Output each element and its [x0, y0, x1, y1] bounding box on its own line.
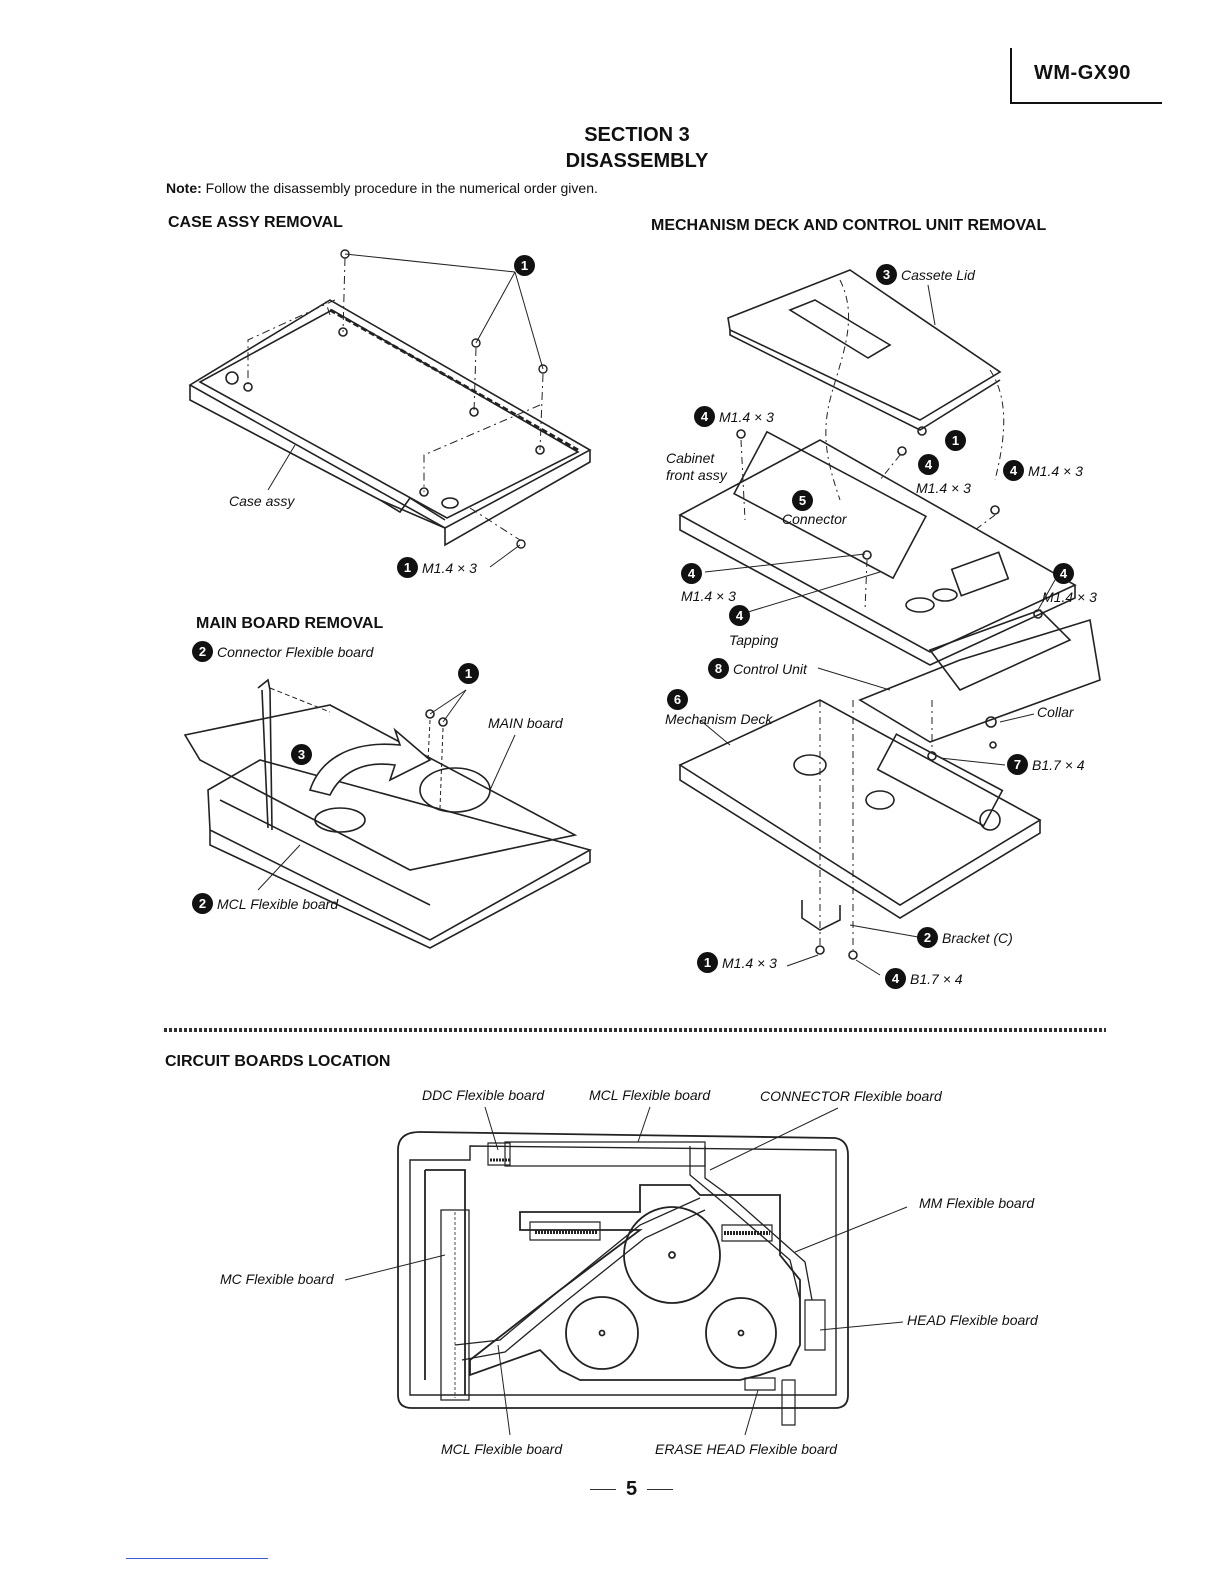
left-screw-step-badge: 4: [681, 563, 702, 584]
case-step-1-badge: 1: [514, 255, 535, 276]
section-number: SECTION 3: [584, 124, 690, 146]
head-label: HEAD Flexible board: [907, 1312, 1038, 1328]
section-separator: [164, 1028, 1106, 1032]
connector-step-badge: 5: [792, 490, 813, 511]
deck-step-badge: 6: [667, 689, 688, 710]
main-screw-step-badge: 1: [458, 663, 479, 684]
main-connector-callout: 2 Connector Flexible board: [192, 641, 373, 662]
mid-screw-label: M1.4 × 3: [916, 480, 971, 496]
cabinet-label-1: Cabinet: [666, 450, 715, 466]
bracket-callout: 2 Bracket (C): [917, 927, 1013, 948]
note: Note: Follow the disassembly procedure i…: [166, 180, 598, 196]
mcl-top-label: MCL Flexible board: [589, 1087, 711, 1103]
main-lift-step-badge: 3: [291, 744, 312, 765]
erase-label: ERASE HEAD Flexible board: [655, 1441, 838, 1457]
connector-label: Connector: [782, 511, 847, 527]
main-board-heading: MAIN BOARD REMOVAL: [196, 615, 384, 632]
mid-screw-step-badge: 4: [918, 454, 939, 475]
connector-flex-label: CONNECTOR Flexible board: [760, 1088, 942, 1104]
left-screw-label: M1.4 × 3: [681, 588, 736, 604]
right2-label: M1.4 × 3: [1042, 589, 1097, 605]
tapping-label: Tapping: [729, 632, 779, 648]
model-number: WM-GX90: [1034, 62, 1131, 84]
right-screw-callout: 4 M1.4 × 3: [1003, 460, 1083, 481]
bottom-screw-callout: 1 M1.4 × 3: [697, 952, 777, 973]
note-text: Follow the disassembly procedure in the …: [205, 180, 598, 196]
note-label: Note:: [166, 180, 202, 196]
main-mcl-callout: 2 MCL Flexible board: [192, 893, 338, 914]
cabinet-label-2: front assy: [666, 467, 727, 483]
tapping-step-badge: 4: [729, 605, 750, 626]
ddc-label: DDC Flexible board: [422, 1087, 545, 1103]
main-board-label: MAIN board: [488, 715, 563, 731]
model-frame: [1010, 48, 1162, 104]
bottom-b-callout: 4 B1.7 × 4: [885, 968, 963, 989]
right2-step-badge: 4: [1053, 563, 1074, 584]
case-assy-heading: CASE ASSY REMOVAL: [168, 214, 343, 231]
circuit-heading: CIRCUIT BOARDS LOCATION: [165, 1053, 391, 1070]
page-number: 5: [580, 1478, 683, 1501]
mechanism-heading: MECHANISM DECK AND CONTROL UNIT REMOVAL: [651, 217, 1047, 234]
lid-callout: 3 Cassete Lid: [876, 264, 975, 285]
mc-label: MC Flexible board: [220, 1271, 334, 1287]
b17-callout: 7 B1.7 × 4: [1007, 754, 1085, 775]
section-title: DISASSEMBLY: [565, 150, 709, 172]
control-unit-callout: 8 Control Unit: [708, 658, 807, 679]
case-assy-label: Case assy: [229, 493, 295, 509]
deck-label: Mechanism Deck: [665, 711, 773, 727]
mm-label: MM Flexible board: [919, 1195, 1035, 1211]
collar-label: Collar: [1037, 704, 1074, 720]
case-screw-callout: 1 M1.4 × 3: [397, 557, 477, 578]
mcl-bottom-label: MCL Flexible board: [441, 1441, 563, 1457]
screw-a-callout: 4 M1.4 × 3: [694, 406, 774, 427]
footer-rule: [126, 1558, 268, 1559]
lid-screw-step-badge: 1: [945, 430, 966, 451]
